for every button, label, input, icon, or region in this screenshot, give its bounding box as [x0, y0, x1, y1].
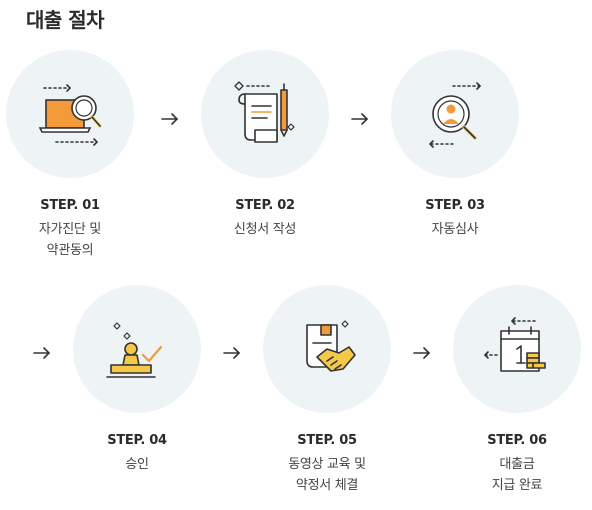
calendar-coins-icon [484, 317, 546, 372]
step-5-number: STEP. 05 [297, 433, 357, 448]
document-pen-icon [234, 81, 295, 143]
step-4-label: 승인 [62, 454, 212, 475]
step-2-number: STEP. 02 [235, 198, 295, 213]
step-2-label: 신청서 작성 [190, 219, 340, 240]
step-1-circle [6, 50, 134, 178]
user-search-icon [428, 82, 482, 148]
step-3-number: STEP. 03 [425, 198, 485, 213]
arrow-right-icon [160, 112, 180, 126]
laptop-magnifier-icon [38, 84, 102, 146]
step-2-label-line1: 신청서 작성 [233, 222, 297, 237]
step-6-label: 대출금 지급 완료 [442, 454, 592, 496]
step-3-circle [391, 50, 519, 178]
handshake-contract-icon [306, 320, 356, 372]
step-3-label: 자동심사 [380, 219, 530, 240]
step-2-circle [201, 50, 329, 178]
step-5: STEP. 05 동영상 교육 및 약정서 체결 [252, 285, 402, 496]
step-6-label-line2: 지급 완료 [491, 478, 543, 493]
step-4: STEP. 04 승인 [62, 285, 212, 475]
stamp-check-icon [106, 322, 163, 378]
step-1: STEP. 01 자가진단 및 약관동의 [0, 50, 145, 261]
step-4-number: STEP. 04 [107, 433, 167, 448]
step-5-label-line2: 약정서 체결 [295, 478, 359, 493]
step-6-number: STEP. 06 [487, 433, 547, 448]
step-1-label-line2: 약관동의 [46, 243, 94, 258]
arrow-right-icon [222, 346, 242, 360]
arrow-right-icon [32, 346, 52, 360]
step-5-circle [263, 285, 391, 413]
step-3-label-line1: 자동심사 [431, 222, 479, 237]
step-5-label-line1: 동영상 교육 및 [288, 457, 366, 472]
step-4-label-line1: 승인 [125, 457, 149, 472]
step-3: STEP. 03 자동심사 [380, 50, 530, 240]
step-6: STEP. 06 대출금 지급 완료 [442, 285, 592, 496]
step-5-label: 동영상 교육 및 약정서 체결 [252, 454, 402, 496]
page-title: 대출 절차 [26, 8, 105, 32]
arrow-right-icon [412, 346, 432, 360]
step-6-circle [453, 285, 581, 413]
arrow-right-icon [350, 112, 370, 126]
step-1-label-line1: 자가진단 및 [38, 222, 102, 237]
step-1-label: 자가진단 및 약관동의 [0, 219, 145, 261]
step-2: STEP. 02 신청서 작성 [190, 50, 340, 240]
step-1-number: STEP. 01 [40, 198, 100, 213]
step-6-label-line1: 대출금 [499, 457, 535, 472]
step-4-circle [73, 285, 201, 413]
